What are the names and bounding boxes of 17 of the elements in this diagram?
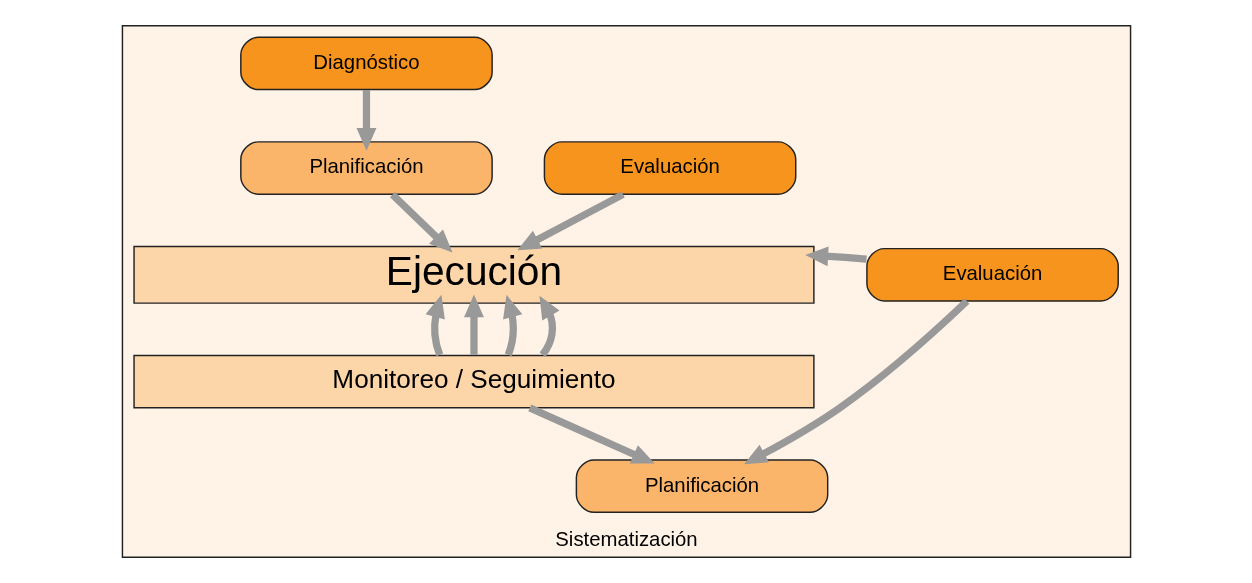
arrow (425, 294, 445, 357)
arrow (538, 295, 560, 357)
node-box: Diagnóstico (239, 36, 493, 91)
node-box: Planificación (239, 141, 493, 195)
arrow (389, 192, 452, 253)
node-box: Evaluación (865, 247, 1119, 302)
arrow (355, 90, 376, 151)
arrow (804, 246, 867, 267)
arrow (516, 191, 625, 251)
node-box: Monitoreo / Seguimiento (132, 354, 815, 409)
arrow (527, 404, 655, 464)
arrow (743, 298, 969, 465)
arrow (502, 294, 522, 357)
node-box: Evaluación (543, 141, 796, 195)
arrow (463, 294, 484, 355)
node-box: Planificación (575, 459, 828, 514)
node-box: Ejecución (132, 245, 815, 304)
